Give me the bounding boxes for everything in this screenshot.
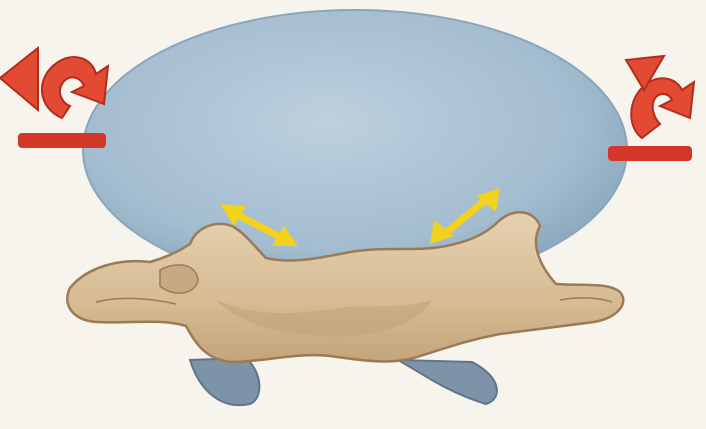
left-rotation-arrow-icon	[0, 48, 108, 118]
right-axis-rod	[608, 146, 692, 161]
right-rotation-arrow-icon	[626, 56, 694, 138]
vertebral-body	[83, 10, 627, 290]
inferior-facets	[190, 358, 497, 405]
left-axis-rod	[18, 133, 106, 148]
